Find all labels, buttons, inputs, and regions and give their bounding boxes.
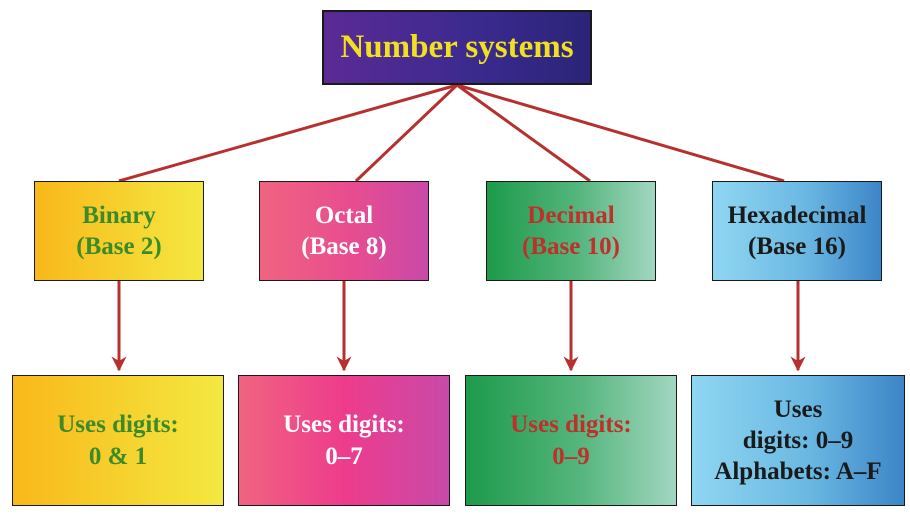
decimal-digits-node: Uses digits: 0–9 bbox=[465, 375, 677, 506]
binary-name: Binary bbox=[82, 201, 156, 229]
connector-root-binary bbox=[118, 83, 458, 183]
octal-digits-line-1: Uses digits: bbox=[283, 411, 405, 439]
octal-name: Octal bbox=[314, 201, 374, 229]
hexadecimal-name: Hexadecimal bbox=[727, 201, 867, 229]
binary-digits-line-2: 0 & 1 bbox=[88, 442, 148, 470]
connector-root-hexadecimal bbox=[456, 83, 785, 183]
root-title: Number systems bbox=[340, 28, 574, 65]
decimal-base: (Base 10) bbox=[522, 233, 620, 260]
connector-root-octal bbox=[354, 83, 459, 183]
decimal-node: Decimal (Base 10) bbox=[486, 181, 656, 281]
hexadecimal-digits-line-3: Alphabets: A–F bbox=[714, 458, 882, 486]
hexadecimal-digits-line-1: Uses bbox=[773, 395, 823, 423]
octal-node: Octal (Base 8) bbox=[259, 181, 429, 281]
hexadecimal-base: (Base 16) bbox=[748, 233, 846, 260]
hexadecimal-node: Hexadecimal (Base 16) bbox=[712, 181, 882, 281]
root-node: Number systems bbox=[322, 10, 592, 85]
octal-digits-node: Uses digits: 0–7 bbox=[238, 375, 450, 506]
decimal-name: Decimal bbox=[527, 201, 615, 229]
connector-root-decimal bbox=[456, 83, 591, 183]
octal-digits-line-2: 0–7 bbox=[325, 442, 363, 470]
binary-base: (Base 2) bbox=[76, 233, 162, 260]
decimal-digits-line-2: 0–9 bbox=[552, 442, 590, 470]
decimal-digits-line-1: Uses digits: bbox=[510, 411, 632, 439]
hexadecimal-digits-node: Uses digits: 0–9 Alphabets: A–F bbox=[691, 375, 905, 506]
binary-digits-line-1: Uses digits: bbox=[57, 411, 179, 439]
binary-digits-node: Uses digits: 0 & 1 bbox=[12, 375, 224, 506]
hexadecimal-digits-line-2: digits: 0–9 bbox=[742, 426, 854, 454]
octal-base: (Base 8) bbox=[301, 233, 387, 260]
binary-node: Binary (Base 2) bbox=[34, 181, 204, 281]
